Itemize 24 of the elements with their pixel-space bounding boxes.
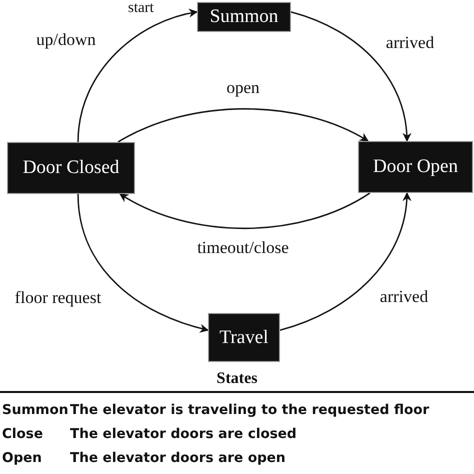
table-cell-text: The elevator doors are closed [70,425,298,444]
table-cell-text: Open [2,449,43,468]
edge-label: arrived [386,33,434,53]
table-cell-text: Close [2,425,44,444]
table-cell-text: Summon [2,401,66,420]
transition-arrow [280,192,411,331]
transition-arrow [290,11,411,142]
transition-arrow [119,192,370,230]
edge-label: open [226,78,260,98]
start-label: start [128,0,154,17]
table-cell-text: The elevator doors are open [70,449,287,468]
edge-label: up/down [36,30,96,50]
transition-arrow [118,108,369,143]
transition-arrow [77,194,209,332]
state-box: Door Closed [7,142,135,194]
state-box: Summon [197,2,291,32]
table-heading: States [216,370,258,388]
table-cell-text: The elevator is traveling to the requested floor [70,401,430,420]
edge-label: timeout/close [197,238,289,258]
transition-arrow [77,9,198,142]
state-box: Door Open [358,141,473,193]
edge-label: arrived [380,287,428,307]
edge-label: floor request [14,288,102,308]
state-box: Travel [208,313,280,362]
